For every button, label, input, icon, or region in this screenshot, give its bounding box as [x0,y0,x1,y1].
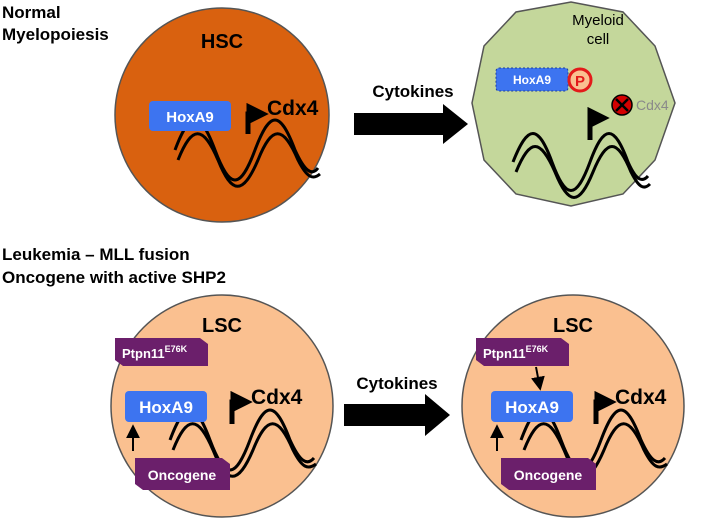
lsc-right-ptpn11-label: Ptpn11E76K [483,344,549,361]
cytokines-arrow-top [354,104,468,144]
myeloid-transcription-arrow [587,106,610,140]
cytokines-label-top: Cytokines [372,82,453,101]
myeloid-dna [511,132,652,199]
myeloid-title-line2: cell [587,31,610,48]
lsc-right-ptpn11-name: Ptpn11 [483,346,526,361]
lsc-cell-left: LSC Ptpn11E76K HoxA9 Cdx4 Oncogene [110,294,334,518]
ptpn11-to-hoxa9-arrow [531,366,545,391]
phospho-label: P [575,73,585,90]
section-title-normal-line2: Myelopoiesis [2,25,109,44]
myeloid-cell: Myeloid cell HoxA9 P Cdx4 [471,1,676,207]
hsc-cell: HSC HoxA9 Cdx4 [114,7,330,223]
hsc-title: HSC [201,31,243,53]
inhibition-icon [611,94,633,116]
section-title-normal: Normal [2,3,61,22]
cytokines-arrow-bottom [344,394,450,436]
lsc-left-hoxa9-box [125,391,207,422]
lsc-left-transcription-arrow [229,390,253,424]
lsc-left-cdx4-label: Cdx4 [251,386,303,409]
section-title-leukemia: Leukemia – MLL fusion [2,245,190,264]
lsc-cell-right: LSC Ptpn11E76K HoxA9 Cdx4 Oncogene [461,294,685,518]
myeloid-hoxa9-box [495,67,569,92]
lsc-left-oncogene-label: Oncogene [148,467,217,483]
lsc-right-transcription-arrow [593,390,617,424]
lsc-right-hoxa9-label: HoxA9 [505,398,559,417]
myeloid-hoxa9-label: HoxA9 [513,73,551,87]
lsc-right-cdx4-label: Cdx4 [615,386,667,409]
hsc-cdx4-label: Cdx4 [267,97,319,120]
lsc-right-ptpn11-mutation: E76K [526,344,549,354]
lsc-left-hoxa9-label: HoxA9 [139,398,193,417]
hsc-hoxa9-box [149,101,231,131]
lsc-left-ptpn11-box [115,338,208,366]
cytokines-label-bottom: Cytokines [356,374,437,393]
lsc-right-oncogene-box [501,458,596,490]
hsc-hoxa9-label: HoxA9 [166,109,214,126]
lsc-right-hoxa9-box [491,391,573,422]
lsc-left-oncogene-box [135,458,230,490]
lsc-left-ptpn11-label: Ptpn11E76K [122,344,188,361]
lsc-left-title: LSC [202,315,242,337]
section-title-leukemia-line2: Oncogene with active SHP2 [2,268,226,287]
lsc-right-title: LSC [553,315,593,337]
myeloid-cdx4-label: Cdx4 [636,97,669,113]
lsc-right-ptpn11-box [476,338,569,366]
lsc-left-ptpn11-mutation: E76K [165,344,188,354]
phospho-circle [567,67,593,93]
hsc-transcription-arrow [245,102,269,134]
lsc-right-oncogene-label: Oncogene [514,467,583,483]
lsc-left-ptpn11-name: Ptpn11 [122,346,165,361]
myeloid-title: Myeloid [572,12,624,29]
